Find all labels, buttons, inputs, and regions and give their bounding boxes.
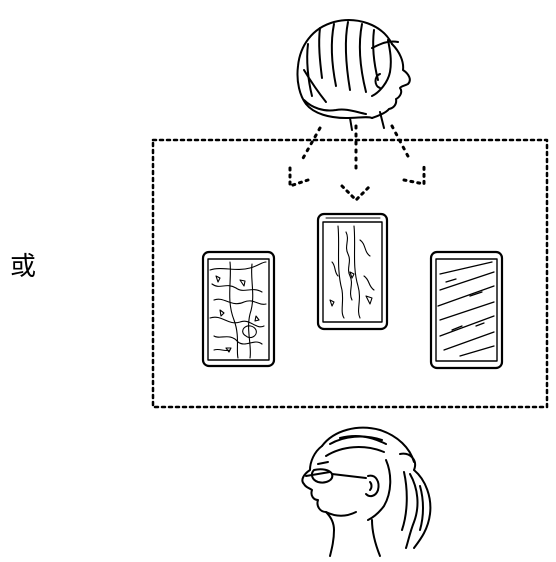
dotted-lines-top: [300, 124, 412, 176]
right-phone: [429, 250, 504, 370]
left-diagonal-arrow: [288, 166, 310, 188]
woman-head-ponytail-glasses-icon: [301, 426, 432, 557]
or-label: 或: [10, 252, 37, 282]
vertical-map-image: [325, 217, 381, 319]
dotted-enclosure-box: [151, 138, 549, 409]
right-diagonal-arrow: [402, 162, 426, 186]
map-image: [209, 261, 267, 359]
diagonal-stripes-image: [437, 261, 495, 357]
center-phone: [316, 212, 389, 331]
left-phone: [201, 250, 276, 368]
down-arrow: [340, 184, 372, 202]
woman-head-bob-hair-icon: [296, 19, 411, 131]
